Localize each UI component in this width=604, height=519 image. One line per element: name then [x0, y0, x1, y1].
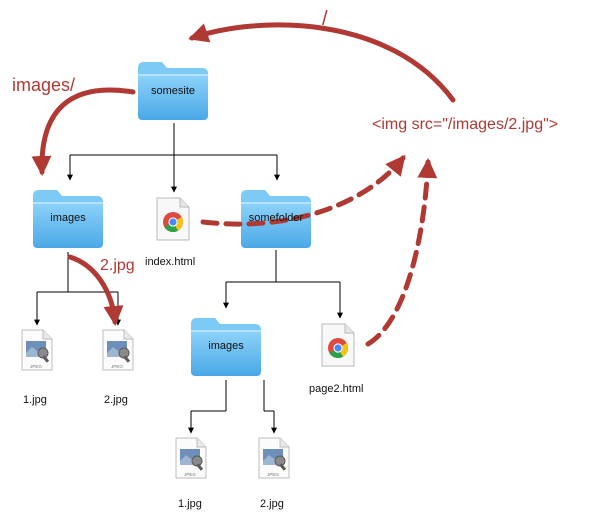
images-path-annotation: images/ [12, 75, 76, 95]
root-jpg1-file-icon [21, 329, 53, 371]
sub-jpg2-file-icon [258, 437, 290, 479]
somefolder-label: somefolder [248, 212, 304, 224]
index-html-label: index.html [145, 256, 196, 268]
index-to-tag-dashed-arrow [200, 154, 406, 227]
page2-to-tag-dashed-arrow [365, 158, 438, 347]
images-sub-label: images [208, 340, 244, 352]
images-root-label: images [50, 212, 86, 224]
somesite-label: somesite [150, 85, 196, 97]
tree-connectors [34, 123, 343, 434]
sub-jpg1-file-icon [175, 437, 207, 479]
root-jpg2-file-icon [102, 329, 134, 371]
index-html-file-icon [156, 197, 190, 241]
resolution-arrows [31, 22, 456, 347]
img-tag-annotation: <img src="/images/2.jpg"> [372, 116, 559, 133]
root-slash-annotation: / [322, 8, 328, 30]
sub-jpg1-label: 1.jpg [178, 498, 202, 510]
sub-jpg2-label: 2.jpg [260, 498, 284, 510]
page2-html-file-icon [321, 323, 355, 367]
images-path-arrow [31, 87, 136, 176]
file-path-annotation: 2.jpg [100, 257, 135, 274]
root-path-arrow [188, 22, 456, 103]
root-jpg1-label: 1.jpg [23, 394, 47, 406]
page2-html-label: page2.html [309, 383, 364, 395]
file-path-arrow [67, 254, 124, 326]
root-jpg2-label: 2.jpg [104, 394, 128, 406]
